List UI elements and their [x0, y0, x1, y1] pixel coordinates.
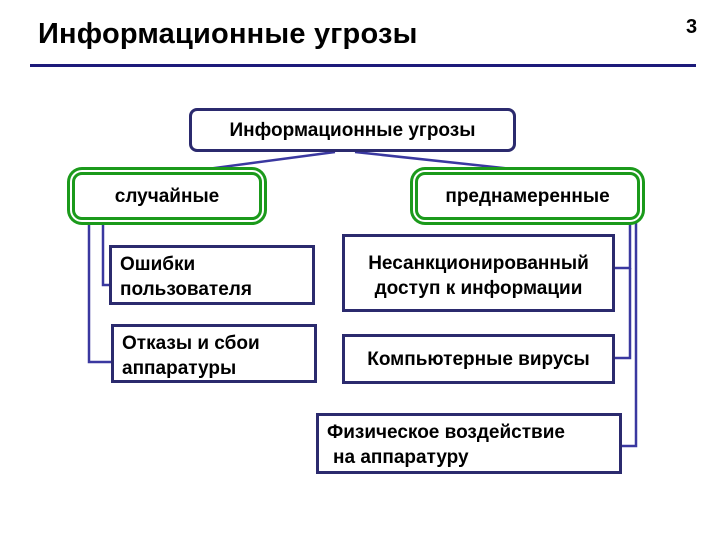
leaf-user-errors-line2: пользователя	[120, 279, 252, 300]
connector-random-hw	[87, 220, 111, 364]
leaf-hardware-failures-line1: Отказы и сбои	[122, 333, 260, 354]
title-divider	[30, 64, 696, 67]
connector-intent-virus	[615, 268, 632, 360]
leaf-computer-viruses-label: Компьютерные вирусы	[367, 348, 590, 370]
category-random: случайные	[72, 172, 262, 220]
leaf-user-errors-line1: Ошибки	[120, 254, 196, 275]
leaf-computer-viruses: Компьютерные вирусы	[342, 334, 615, 384]
connector-intent-phys	[622, 220, 638, 448]
connector-random-user	[101, 220, 109, 287]
connector-root-random	[184, 150, 336, 174]
leaf-hardware-failures: Отказы и сбои аппаратуры	[111, 324, 317, 383]
connector-intent-unauth	[615, 220, 632, 270]
root-node-label: Информационные угрозы	[229, 119, 476, 141]
category-intentional: преднамеренные	[415, 172, 640, 220]
leaf-physical-impact-line1: Физическое воздействие	[327, 422, 565, 443]
connector-root-intent	[354, 150, 541, 174]
leaf-unauthorized-access-line1: Несанкционированный	[368, 253, 589, 274]
leaf-user-errors: Ошибки пользователя	[109, 245, 315, 305]
leaf-unauthorized-access-line2: доступ к информации	[374, 278, 583, 299]
root-node-box: Информационные угрозы	[189, 108, 516, 152]
slide-title: Информационные угрозы	[38, 18, 418, 50]
leaf-unauthorized-access: Несанкционированный доступ к информации	[342, 234, 615, 312]
page-number: 3	[686, 16, 698, 38]
category-intentional-label: преднамеренные	[445, 185, 610, 207]
category-random-label: случайные	[114, 185, 220, 207]
leaf-physical-impact-line2: на аппаратуру	[333, 447, 469, 468]
leaf-hardware-failures-line2: аппаратуры	[122, 358, 237, 379]
leaf-physical-impact: Физическое воздействие на аппаратуру	[316, 413, 622, 474]
